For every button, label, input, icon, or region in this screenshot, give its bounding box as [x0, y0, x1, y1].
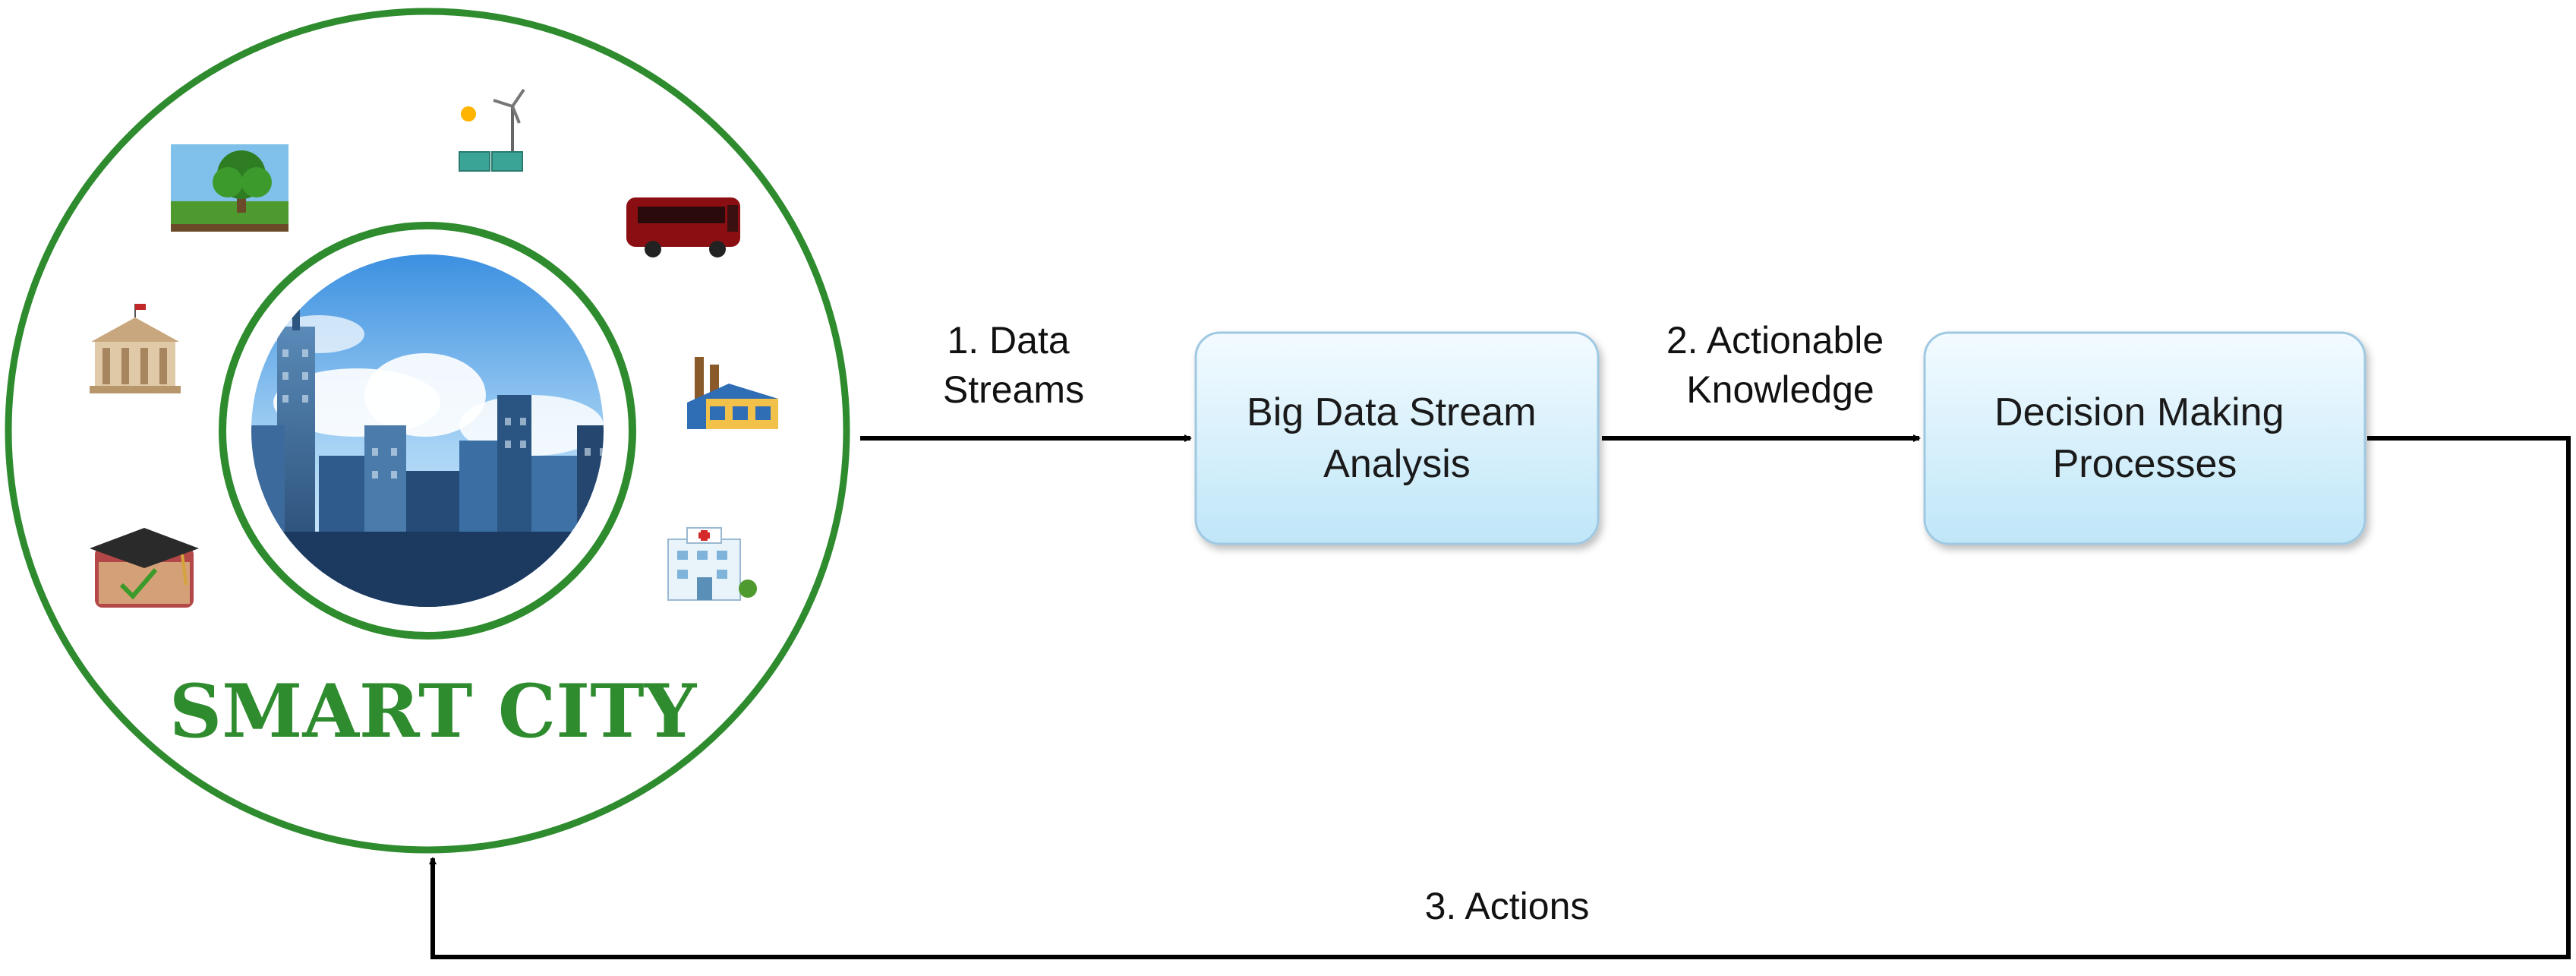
- government-building-icon: [90, 304, 181, 393]
- analysis-label-line-2: Analysis: [1323, 442, 1471, 486]
- factory-icon: [687, 357, 778, 429]
- actionable-knowledge-label: 2. Actionable Knowledge: [1666, 319, 1894, 411]
- smart-city-title: SMART CITY: [169, 668, 698, 754]
- education-icon: [90, 528, 199, 608]
- smart-city-node: SMART CITY: [5, 8, 850, 854]
- actions-arrow: [429, 436, 2571, 959]
- renewable-energy-icon: [459, 88, 525, 172]
- bus-icon: [626, 197, 740, 257]
- decision-label-line-2: Processes: [2053, 442, 2237, 486]
- decision-label-line-1: Decision Making: [1994, 390, 2284, 434]
- svg-text:Decision Making Processe: Decision Making Processes: [1994, 390, 2295, 486]
- svg-text:Big Data Stream Analysis: Big Data Stream Analysis: [1247, 390, 1547, 486]
- analysis-label-line-1: Big Data Stream: [1247, 390, 1537, 434]
- big-data-stream-analysis-box: Big Data Stream Analysis: [1194, 331, 1600, 545]
- hospital-icon: [667, 527, 757, 601]
- park-icon: [171, 144, 288, 232]
- data-streams-label: 1. Data Streams: [943, 319, 1084, 411]
- decision-making-processes-box: Decision Making Processes: [1923, 331, 2366, 545]
- actions-label: 3. Actions: [1425, 885, 1590, 927]
